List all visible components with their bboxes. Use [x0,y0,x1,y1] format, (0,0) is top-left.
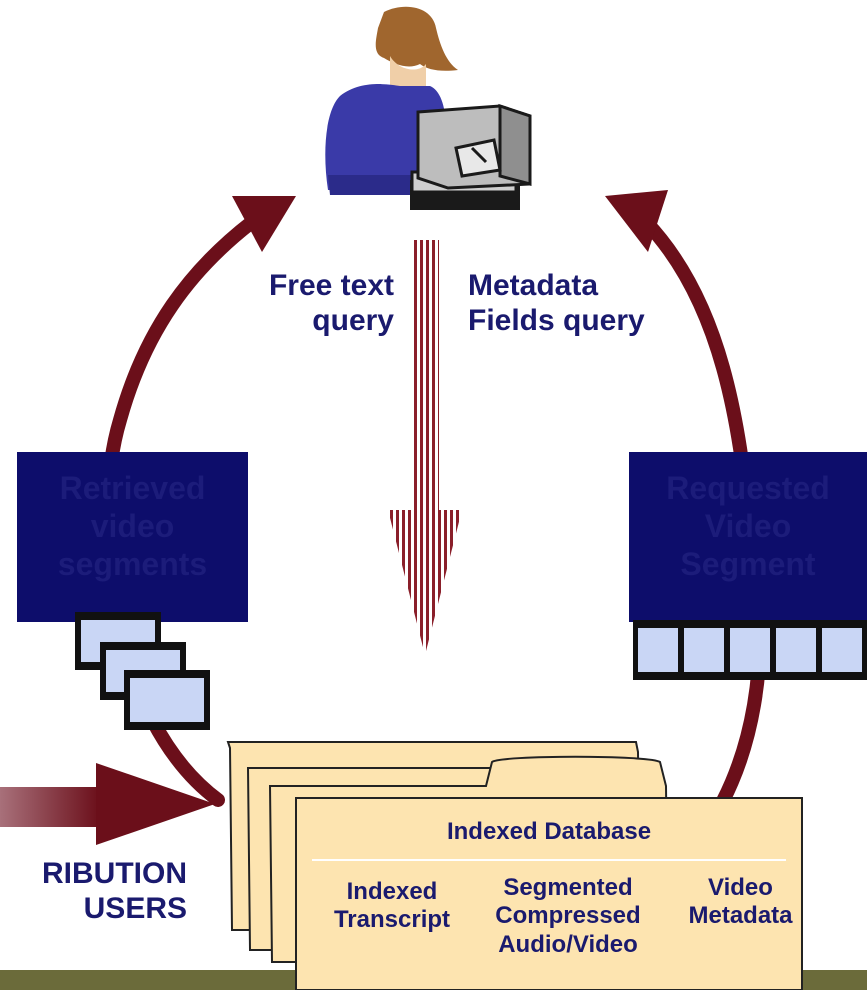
distribution-arrow [0,763,215,845]
distribution-label: RIBUTION USERS [42,857,187,926]
retrieved-segments-box [17,452,248,622]
retrieved-segments-label: Retrieved video segments [57,470,208,582]
left-arrowhead [232,196,296,252]
computer-icon [410,103,532,210]
requested-segment-box [629,452,867,622]
requested-segment-label: Requested Video Segment [666,470,830,582]
free-text-query-label: Free text query [268,269,394,338]
requested-film-strip [633,620,867,680]
database-col-transcript: Indexed Transcript [333,878,451,934]
database-folders [226,741,803,990]
query-down-arrow [388,240,462,655]
retrieved-film-frames [75,612,210,730]
database-col-metadata: Video Metadata [688,874,793,930]
user-icon [325,6,458,195]
right-arrowhead [605,190,668,252]
database-title: Indexed Database [446,818,652,845]
database-col-audio-video: Segmented Compressed Audio/Video [495,874,641,958]
metadata-query-label: Metadata Fields query [468,269,645,338]
